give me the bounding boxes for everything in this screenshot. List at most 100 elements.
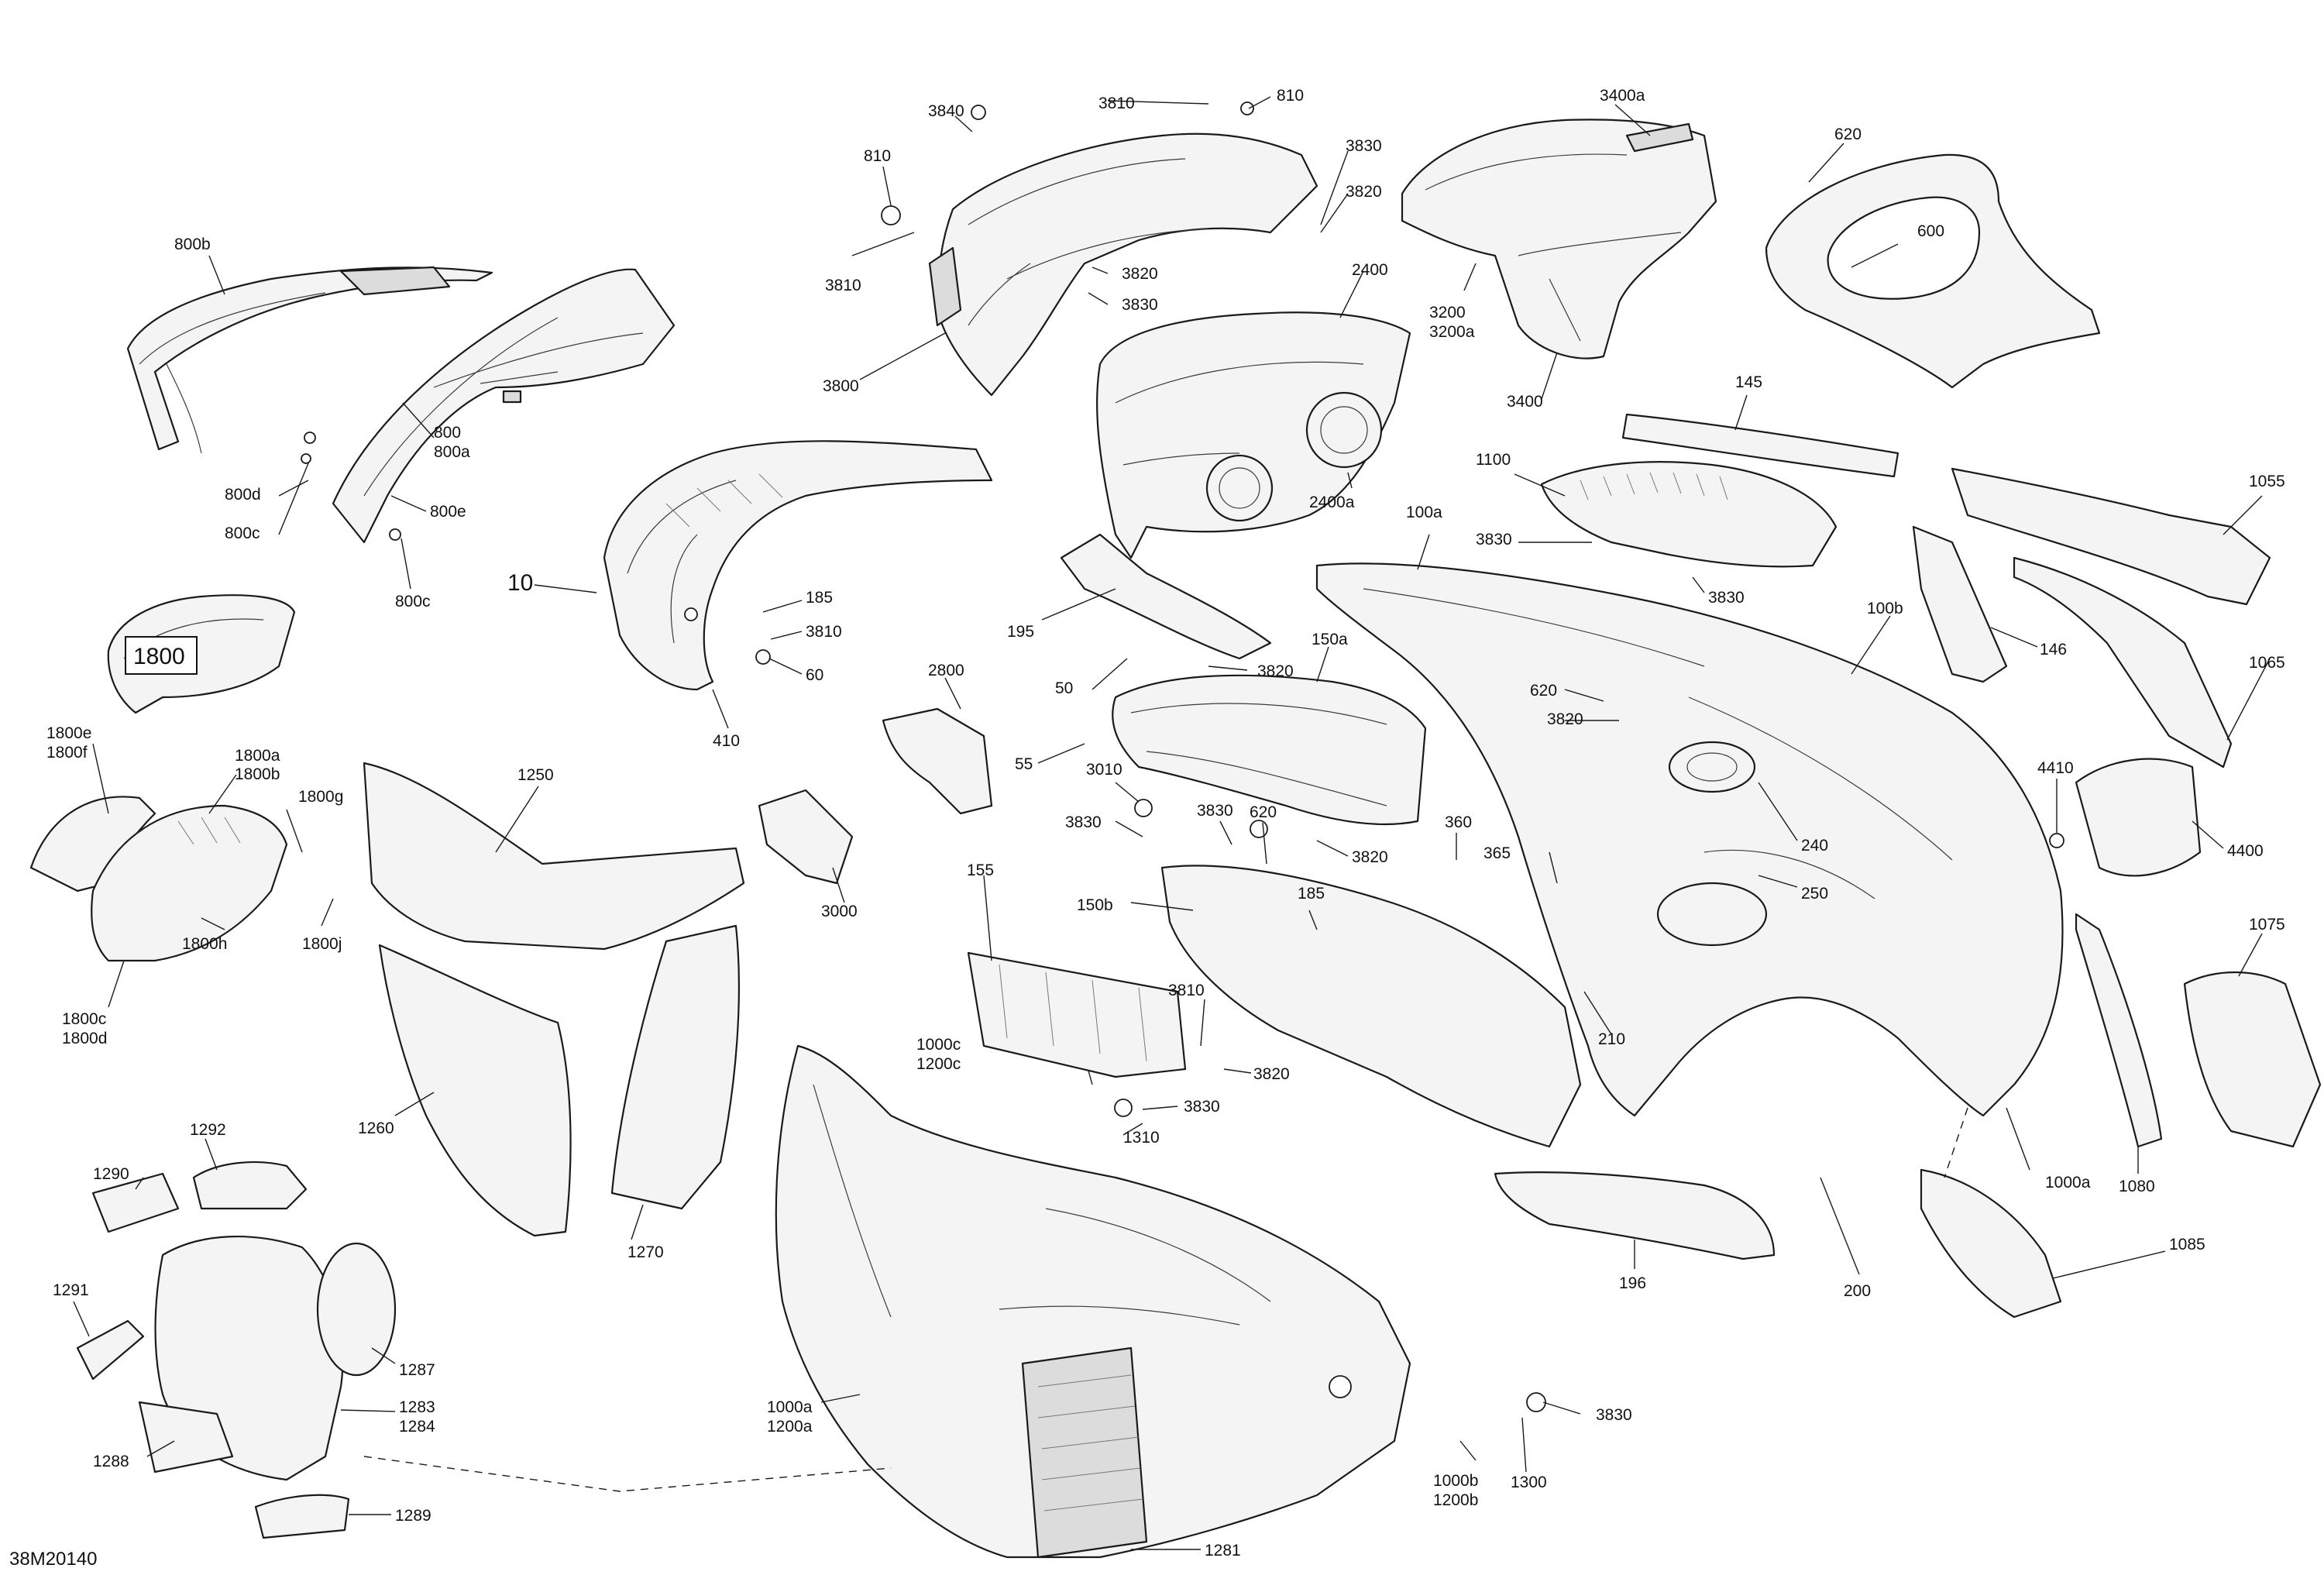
part-146-trim	[1912, 525, 2008, 683]
label-1800: 1800	[133, 644, 185, 669]
label-3810-4: 3810	[1168, 982, 1205, 999]
label-155: 155	[967, 861, 994, 879]
part-145-trim-strip	[1621, 413, 1899, 478]
label-100b: 100b	[1867, 600, 1903, 617]
label-1000a: 1000a	[2045, 1174, 2091, 1192]
part-1290-trim-parts	[76, 1161, 397, 1539]
label-3830-4: 3830	[1708, 589, 1745, 607]
label-2400: 2400	[1352, 261, 1388, 279]
label-210: 210	[1598, 1030, 1625, 1048]
part-1800a-pod-body	[91, 804, 288, 962]
part-1100-grille	[1540, 461, 1838, 568]
label-3810-2: 3810	[1098, 95, 1135, 112]
part-800-side-panel	[332, 268, 676, 544]
label-1800e: 1800e	[46, 724, 91, 742]
part-1281-front-panel	[775, 1044, 1411, 1559]
label-60: 60	[806, 666, 823, 684]
label-1270: 1270	[627, 1243, 664, 1261]
label-145: 145	[1735, 373, 1762, 391]
label-1250: 1250	[517, 766, 554, 784]
part-150b-lower-panel	[1160, 865, 1582, 1148]
label-1283: 1283	[399, 1398, 435, 1416]
label-1289: 1289	[395, 1507, 431, 1525]
label-800c-2: 800c	[395, 593, 431, 610]
label-150a: 150a	[1312, 631, 1348, 648]
diagram-reference-code: 38M20140	[9, 1549, 97, 1570]
part-3000-bracket	[758, 789, 854, 885]
label-1800d: 1800d	[62, 1030, 107, 1047]
label-3400a: 3400a	[1600, 87, 1645, 105]
label-1800g: 1800g	[298, 788, 343, 806]
label-620-3: 620	[1530, 682, 1557, 700]
label-3830-8: 3830	[1596, 1406, 1632, 1424]
label-620-2: 620	[1250, 803, 1277, 821]
part-800b-grab-bar	[126, 266, 493, 454]
label-3830-6: 3830	[1197, 802, 1233, 820]
part-2800-bracket	[882, 707, 993, 815]
assembly-dashed-line	[363, 1456, 892, 1492]
label-195: 195	[1007, 623, 1034, 641]
label-3820-4: 3820	[1352, 848, 1388, 866]
label-3820-6: 3820	[1547, 710, 1583, 728]
label-146: 146	[2040, 641, 2067, 659]
label-1000b: 1000b	[1433, 1472, 1478, 1490]
label-3830-2: 3830	[1122, 296, 1158, 314]
part-1270-side-panel	[610, 924, 741, 1210]
label-1281: 1281	[1205, 1542, 1241, 1560]
part-195-bracket	[1060, 533, 1272, 660]
label-1085: 1085	[2169, 1236, 2205, 1253]
label-1287: 1287	[399, 1361, 435, 1379]
label-3820-2: 3820	[1122, 265, 1158, 283]
label-3840: 3840	[928, 102, 964, 120]
label-185-2: 185	[1298, 885, 1325, 903]
label-100a: 100a	[1406, 504, 1442, 521]
label-1075: 1075	[2249, 916, 2285, 934]
label-50: 50	[1055, 679, 1073, 697]
label-240: 240	[1801, 837, 1828, 855]
part-196-strip	[1494, 1171, 1776, 1260]
label-1292: 1292	[190, 1121, 226, 1139]
label-1800c: 1800c	[62, 1010, 106, 1028]
label-1310: 1310	[1123, 1129, 1160, 1147]
label-2400a: 2400a	[1309, 493, 1355, 511]
label-1200b: 1200b	[1433, 1491, 1478, 1509]
label-1200c: 1200c	[916, 1055, 961, 1073]
label-1065: 1065	[2249, 654, 2285, 672]
label-1290: 1290	[93, 1165, 129, 1183]
part-1065-trim	[2013, 556, 2233, 769]
label-1800f: 1800f	[46, 744, 88, 762]
callout-labels: 800b 800 800a 800d 800c 800e 800c 10 185…	[9, 87, 2285, 1570]
label-3000: 3000	[821, 903, 858, 920]
part-1080-strip	[2075, 913, 2163, 1148]
label-196: 196	[1619, 1274, 1646, 1292]
label-3820-5: 3820	[1253, 1065, 1290, 1083]
label-1800a: 1800a	[235, 747, 280, 765]
label-3010: 3010	[1086, 761, 1122, 779]
label-360: 360	[1445, 813, 1472, 831]
label-3830-3: 3830	[1476, 531, 1512, 548]
label-800b: 800b	[174, 236, 211, 253]
label-55: 55	[1015, 755, 1033, 773]
label-620: 620	[1834, 126, 1862, 143]
label-3200: 3200	[1429, 304, 1466, 322]
label-1288: 1288	[93, 1453, 129, 1470]
label-1800j: 1800j	[302, 935, 342, 953]
label-1000c: 1000c	[916, 1036, 961, 1054]
label-1800b: 1800b	[235, 765, 280, 783]
label-1200a: 1200a	[767, 1418, 813, 1436]
label-1260: 1260	[358, 1119, 394, 1137]
label-800a: 800a	[434, 443, 470, 461]
label-365: 365	[1483, 844, 1511, 862]
label-3820-3: 3820	[1257, 662, 1294, 680]
part-1260-side-panel	[378, 944, 572, 1237]
label-810: 810	[1277, 87, 1304, 105]
label-2800: 2800	[928, 662, 964, 679]
label-3810: 3810	[806, 623, 842, 641]
label-800d: 800d	[225, 486, 261, 504]
label-800: 800	[434, 424, 461, 442]
part-600-gauge-bezel	[1765, 153, 2101, 389]
label-3830-7: 3830	[1184, 1098, 1220, 1116]
label-1100: 1100	[1476, 451, 1511, 469]
part-3800-upper-fairing	[928, 132, 1318, 397]
